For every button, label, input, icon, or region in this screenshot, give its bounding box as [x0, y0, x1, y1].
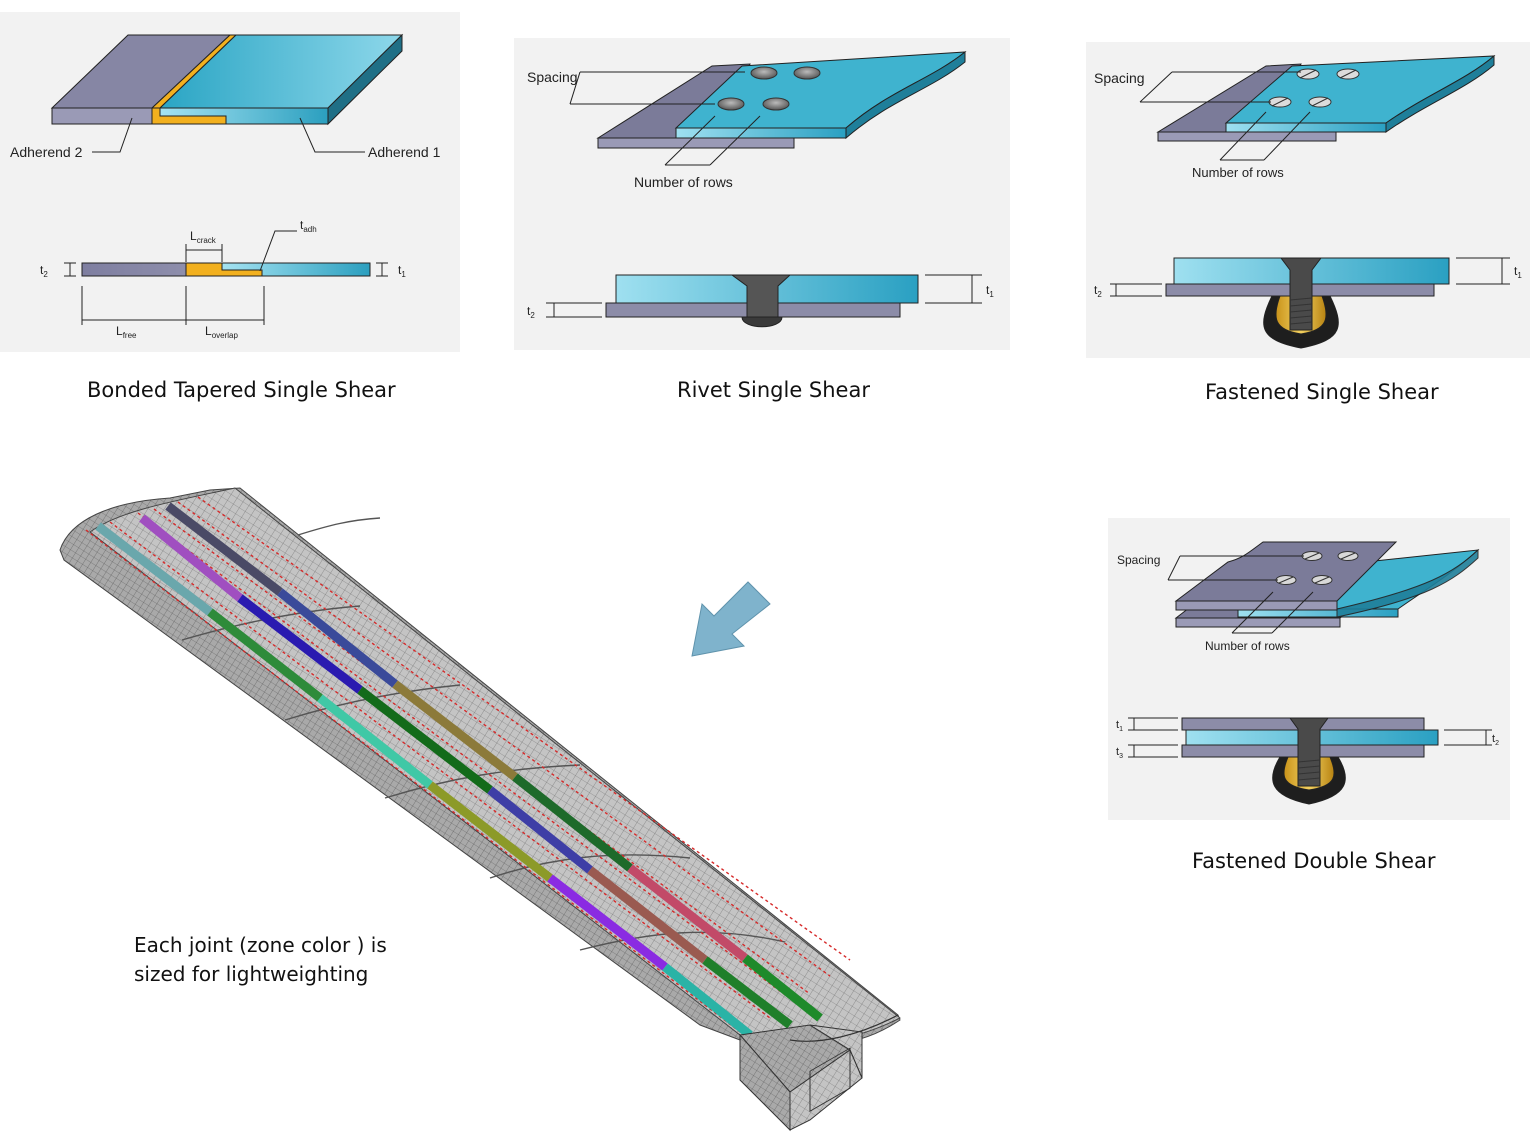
svg-text:t1: t1 — [398, 263, 406, 279]
wing-note-line-2: sized for lightweighting — [134, 962, 369, 986]
svg-text:t2: t2 — [1094, 283, 1102, 299]
svg-text:Lfree: Lfree — [116, 324, 137, 340]
fastened-double-diagram: Spacing Number of rows t1 t3 t2 — [1116, 541, 1499, 805]
svg-text:Loverlap: Loverlap — [205, 324, 238, 340]
fs-rows-label: Number of rows — [1192, 165, 1284, 180]
rivet-spacing-label: Spacing — [527, 69, 578, 85]
rivet-caption: Rivet Single Shear — [677, 378, 870, 402]
svg-text:t2: t2 — [527, 304, 535, 320]
adherend-2-label: Adherend 2 — [10, 144, 83, 160]
svg-text:t2: t2 — [40, 263, 48, 279]
wing-mesh-model — [59, 487, 901, 1132]
fastened-double-caption: Fastened Double Shear — [1192, 849, 1436, 873]
wing-note-line-1: Each joint (zone color ) is — [134, 933, 387, 957]
svg-text:t2: t2 — [1492, 733, 1499, 747]
bonded-diagram: Adherend 2 Adherend 1 t2 t1 Lcrack tadh … — [10, 33, 441, 340]
svg-text:tadh: tadh — [300, 218, 317, 234]
direction-arrow-icon — [691, 581, 771, 657]
rivet-diagram: Spacing Number of rows t1 t2 — [527, 50, 994, 328]
adherend-1-label: Adherend 1 — [368, 144, 441, 160]
fd-rows-label: Number of rows — [1205, 639, 1290, 653]
rivet-rows-label: Number of rows — [634, 174, 733, 190]
fs-spacing-label: Spacing — [1094, 70, 1145, 86]
fastened-single-diagram: Spacing Number of rows t1 t2 — [1094, 54, 1522, 349]
wing-note: Each joint (zone color ) is sized for li… — [134, 931, 387, 989]
svg-text:t1: t1 — [1514, 264, 1522, 280]
svg-text:t1: t1 — [986, 283, 994, 299]
bonded-caption: Bonded Tapered Single Shear — [87, 378, 396, 402]
svg-text:Lcrack: Lcrack — [190, 229, 217, 245]
fd-spacing-label: Spacing — [1117, 553, 1160, 567]
fastened-single-caption: Fastened Single Shear — [1205, 380, 1439, 404]
svg-text:t3: t3 — [1116, 746, 1123, 760]
svg-text:t1: t1 — [1116, 719, 1123, 733]
